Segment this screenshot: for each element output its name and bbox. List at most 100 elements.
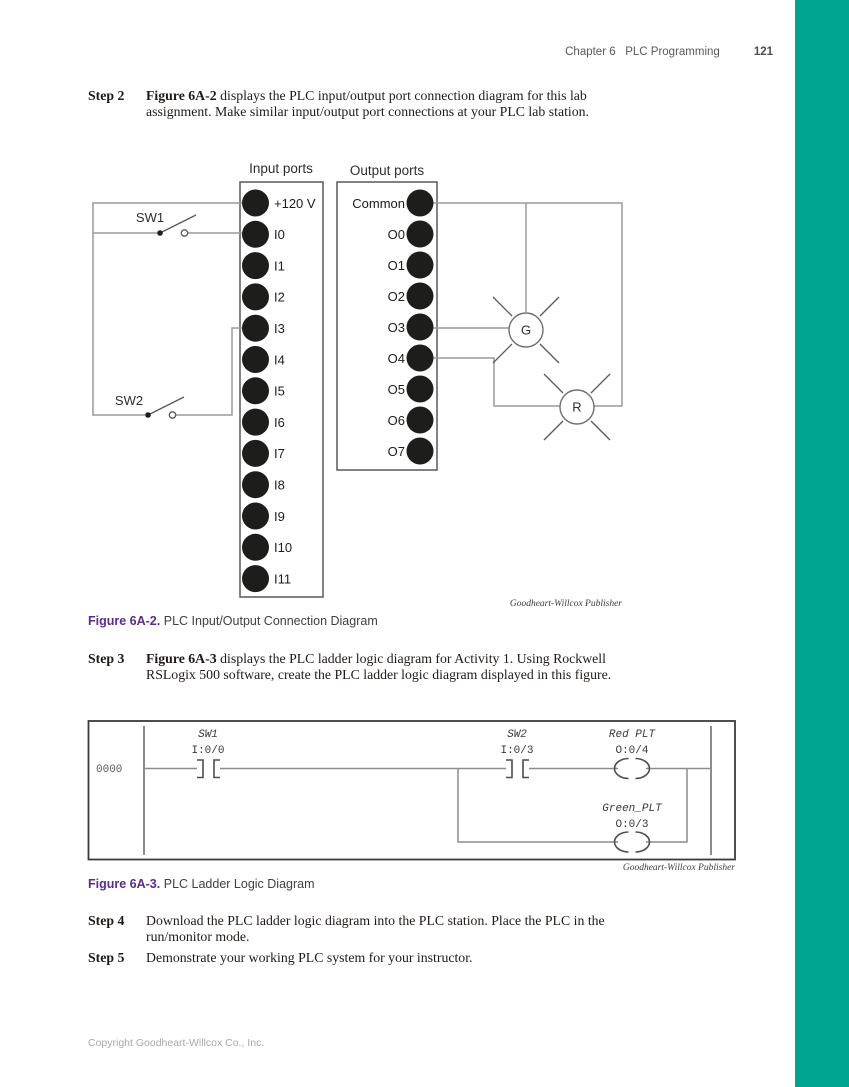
output-port-label: O1 — [388, 258, 405, 273]
figure-6a3-caption-label: Figure 6A-3. — [88, 877, 161, 891]
branch-wire-right — [646, 768, 688, 843]
input-port-label: I10 — [274, 540, 292, 555]
step-3-label: Step 3 — [88, 651, 125, 666]
output-port-circle — [406, 282, 434, 310]
red-lamp-rays — [543, 373, 611, 441]
input-port-label: I8 — [274, 478, 285, 493]
contact-sw2-name: SW2 — [507, 729, 527, 741]
ote-coil-symbol — [613, 831, 651, 853]
ladder-frame — [87, 720, 736, 861]
figure-6a2-caption-label: Figure 6A-2. — [88, 614, 161, 628]
red-lamp: R — [543, 373, 611, 441]
output-port-label: O2 — [388, 289, 405, 304]
io-connection-diagram: Input ports Output ports SW1 — [92, 161, 623, 598]
figure-6a3-caption: Figure 6A-3. PLC Ladder Logic Diagram — [88, 877, 315, 891]
step-3-block: Step 3 Figure 6A-3 displays the PLC ladd… — [88, 651, 640, 683]
contact-sw1-address: I:0/0 — [191, 745, 224, 757]
output-port-label: O3 — [388, 320, 405, 335]
figure-6a3-reference: Figure 6A-3 — [146, 651, 217, 666]
output-ports-title: Output ports — [350, 163, 425, 178]
input-port-label: I4 — [274, 352, 285, 367]
input-port-label: I0 — [274, 227, 285, 242]
copyright-notice: Copyright Goodheart-Willcox Co., Inc. — [88, 1037, 265, 1049]
publisher-credit-6a2: Goodheart-Willcox Publisher — [509, 599, 622, 609]
sw1-label: SW1 — [136, 210, 164, 225]
input-port-label: I5 — [274, 384, 285, 399]
input-port-label: I9 — [274, 509, 285, 524]
rung-number: 0000 — [96, 764, 122, 776]
coil-green-address: O:0/3 — [615, 819, 648, 831]
figure-6a2-caption: Figure 6A-2. PLC Input/Output Connection… — [88, 614, 378, 628]
green-lamp: G — [492, 296, 560, 364]
switch-sw1: SW1 — [136, 210, 197, 237]
step-3-text: Figure 6A-3 displays the PLC ladder logi… — [146, 651, 612, 683]
output-port-label: O5 — [388, 382, 405, 397]
step-2-block: Step 2 Figure 6A-2 displays the PLC inpu… — [88, 88, 640, 120]
sw2-wire-right — [176, 327, 242, 416]
switch-sw2: SW2 — [115, 393, 185, 419]
coil-red-address: O:0/4 — [615, 745, 648, 757]
supply-wire — [92, 202, 242, 416]
step-4-text: Download the PLC ladder logic diagram in… — [146, 913, 605, 945]
input-port-circle — [242, 439, 269, 467]
step-2-label: Step 2 — [88, 88, 125, 103]
input-port-circle — [242, 565, 269, 593]
contact-sw1-name: SW1 — [198, 729, 218, 741]
branch-wire-left — [457, 768, 618, 843]
ote-coil-symbol — [613, 757, 651, 780]
output-port-circle — [406, 344, 434, 372]
step-5-text: Demonstrate your working PLC system for … — [146, 950, 473, 965]
output-port-label: O7 — [388, 444, 405, 459]
contact-sw2: SW2 I:0/3 — [500, 729, 534, 779]
step-4-block: Step 4 Download the PLC ladder logic dia… — [88, 913, 640, 945]
publisher-credit-6a3: Goodheart-Willcox Publisher — [622, 863, 735, 873]
output-port-circle — [406, 251, 434, 279]
coil-green-plt: Green_PLT O:0/3 — [602, 803, 663, 853]
input-port-circle — [242, 252, 269, 280]
input-port-label: I11 — [274, 571, 291, 586]
input-port-circle — [242, 220, 269, 248]
output-port-label: Common — [352, 196, 405, 211]
input-ports-box — [239, 181, 324, 598]
accent-sidebar — [795, 0, 849, 1087]
output-port-circle — [406, 189, 434, 217]
output-port-label: O4 — [388, 351, 405, 366]
input-port-label: +120 V — [274, 196, 316, 211]
figure-6a2-caption-text: PLC Input/Output Connection Diagram — [163, 614, 378, 628]
figure-6a3-caption-text: PLC Ladder Logic Diagram — [163, 877, 315, 891]
output-ports-box — [336, 181, 438, 471]
step-5-label: Step 5 — [88, 950, 125, 965]
sw1-blade — [159, 214, 197, 234]
figure-6a2-reference: Figure 6A-2 — [146, 88, 217, 103]
common-wire — [433, 202, 623, 407]
input-port-circle — [242, 533, 269, 561]
green-lamp-letter: G — [521, 323, 531, 338]
ladder-rails — [143, 726, 712, 855]
input-port-circle — [242, 189, 269, 217]
input-port-label: I7 — [274, 446, 285, 461]
red-lamp-letter: R — [572, 400, 581, 415]
rung-wires — [144, 767, 711, 843]
output-wiring — [433, 202, 623, 407]
page-number: 121 — [753, 46, 773, 58]
sw2-pivot-dot — [145, 412, 151, 418]
input-port-circle — [242, 283, 269, 311]
output-port-circle — [406, 406, 434, 434]
sw1-open-contact — [180, 229, 189, 237]
coil-green-name: Green_PLT — [602, 803, 663, 815]
green-lamp-rays — [492, 296, 560, 364]
xic-contact-symbol — [506, 759, 529, 779]
input-ports-title: Input ports — [249, 161, 313, 176]
input-wiring — [92, 202, 242, 416]
input-port-circle — [242, 471, 269, 499]
output-port-circle — [406, 220, 434, 248]
input-port-label: I6 — [274, 415, 285, 430]
page-header: Chapter 6 PLC Programming 121 — [565, 46, 773, 58]
step-5-block: Step 5 Demonstrate your working PLC syst… — [88, 950, 640, 966]
xic-contact-symbol — [197, 759, 220, 779]
o4-wire — [433, 357, 560, 407]
output-port-label: O6 — [388, 413, 405, 428]
